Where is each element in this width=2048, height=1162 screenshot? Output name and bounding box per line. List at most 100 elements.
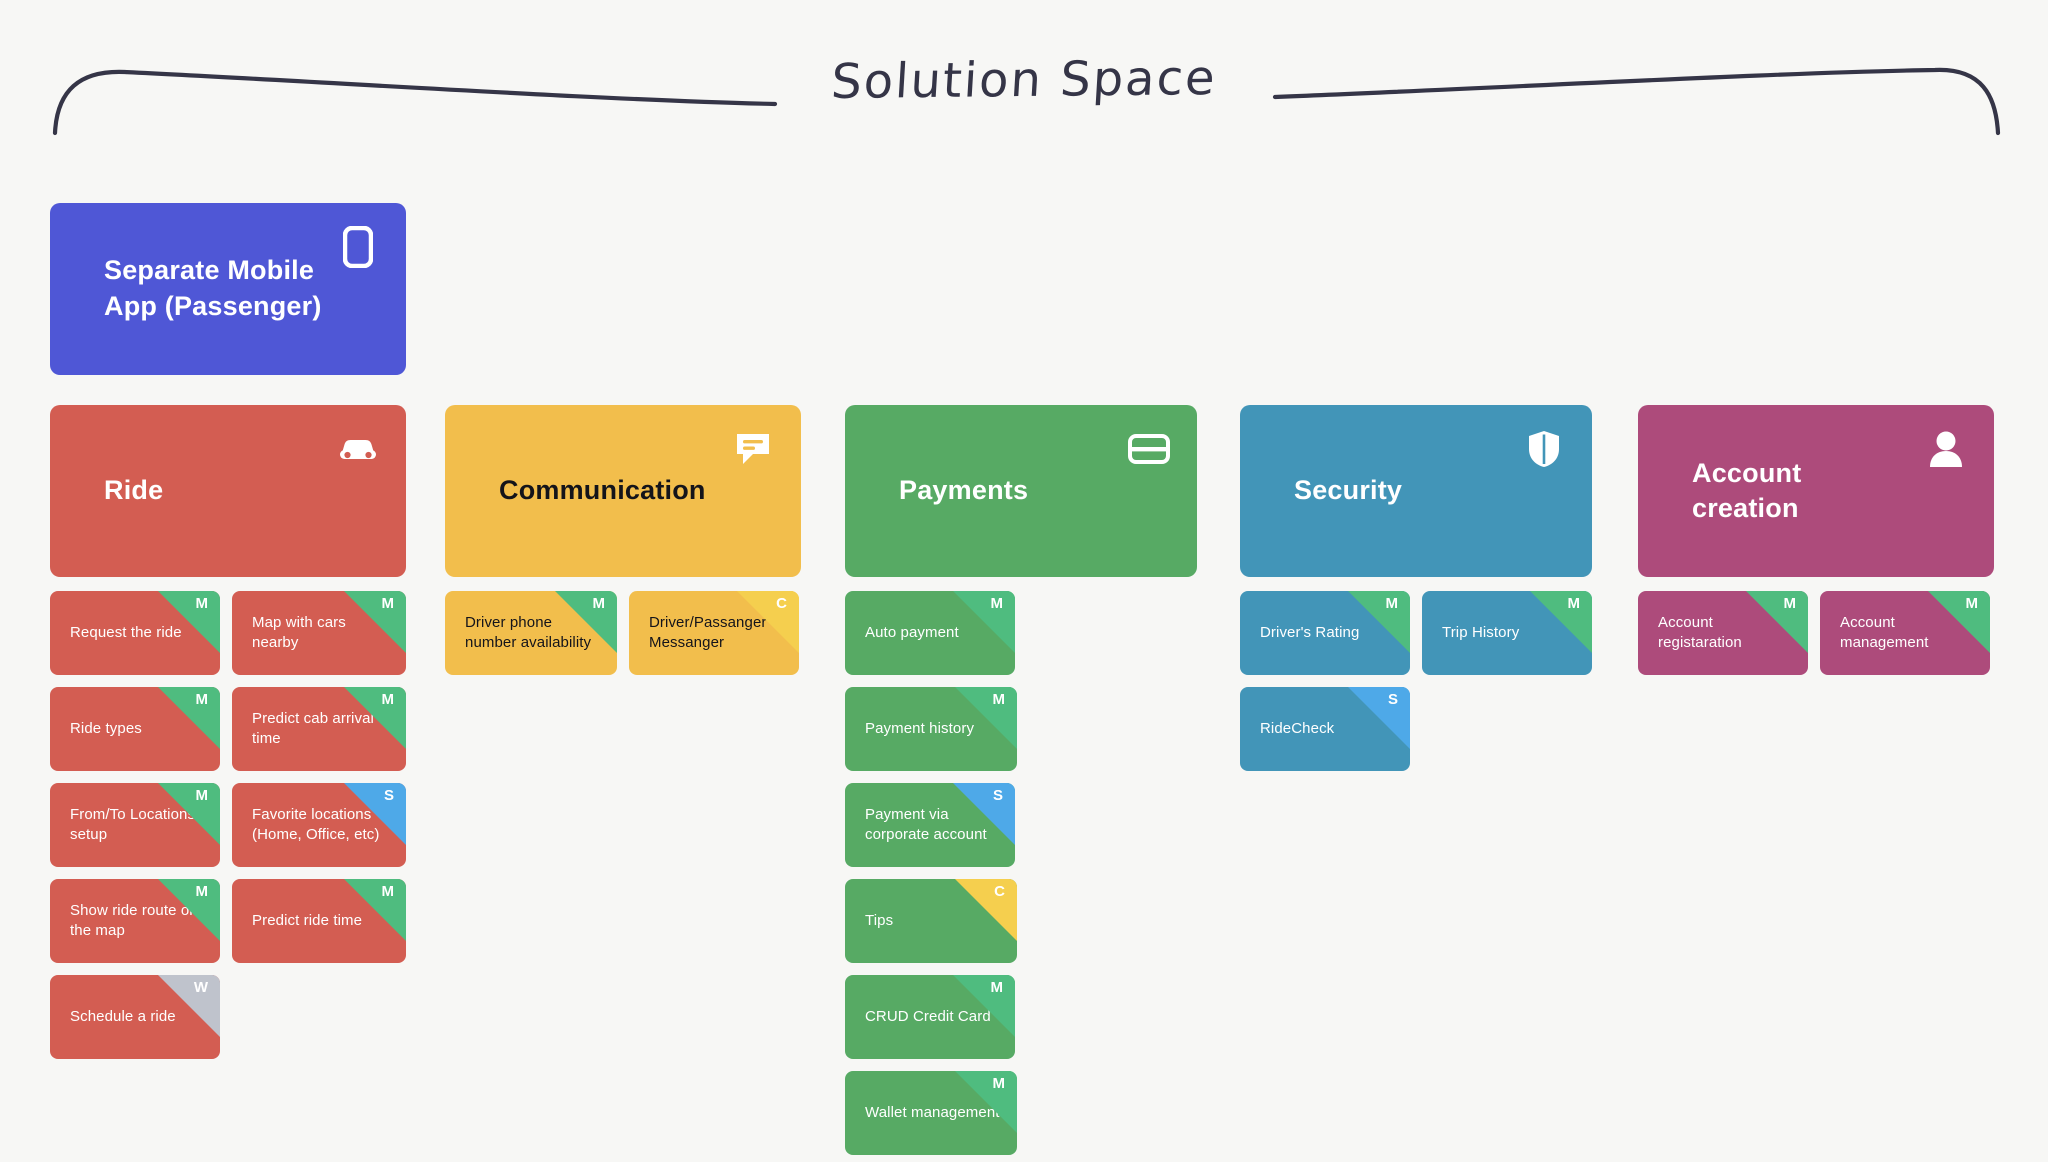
group-header-payments[interactable]: Payments [845, 405, 1197, 577]
hero-label-line1: Separate Mobile [104, 255, 315, 286]
group-column-communication: Communication Driver phone number availa… [445, 405, 801, 675]
feature-card-label: RideCheck [1260, 719, 1335, 737]
card-badge-letter: M [195, 691, 209, 708]
card-badge-letter: M [1567, 595, 1581, 612]
feature-card-label: From/To Locations setup [70, 805, 196, 843]
card-badge-letter: M [992, 691, 1006, 708]
feature-card-label: Map with cars nearby [252, 613, 346, 651]
card-badge-triangle [955, 879, 1017, 941]
card-badge-letter: M [1783, 595, 1797, 612]
feature-card[interactable]: Account management M [1820, 591, 1990, 675]
card-badge-letter: S [383, 787, 394, 804]
card-badge-letter: M [381, 691, 395, 708]
group-header-communication[interactable]: Communication [445, 405, 801, 577]
card-badge-letter: M [992, 1075, 1006, 1092]
feature-card-label: Request the ride [70, 623, 182, 641]
group-header-ride[interactable]: Ride [50, 405, 406, 577]
feature-card-label: Driver/Passanger Messanger [649, 613, 767, 651]
feature-card-label: Driver's Rating [1260, 623, 1360, 641]
card-badge-m: M [1530, 591, 1592, 653]
feature-card[interactable]: Predict cab arrival time M [232, 687, 406, 771]
feature-card[interactable]: RideCheck S [1240, 687, 1410, 771]
feature-card[interactable]: Auto payment M [845, 591, 1015, 675]
feature-card-label: Auto payment [865, 623, 959, 641]
feature-card[interactable]: Map with cars nearby M [232, 591, 406, 675]
feature-card[interactable]: Request the ride M [50, 591, 220, 675]
group-title: Payments [899, 475, 1029, 506]
title-banner: Solution Space [0, 0, 2048, 160]
feature-card[interactable]: Ride types M [50, 687, 220, 771]
card-badge-letter: M [1965, 595, 1979, 612]
card-badge-letter: C [994, 883, 1005, 900]
feature-card[interactable]: CRUD Credit Card M [845, 975, 1015, 1059]
feature-card-label: Show ride route on the map [70, 901, 198, 939]
feature-card-label: Account management [1840, 613, 1929, 651]
card-separate-mobile-app[interactable]: Separate Mobile App (Passenger) [50, 203, 406, 375]
card-badge-letter: M [195, 883, 209, 900]
card-badge-triangle [1530, 591, 1592, 653]
feature-card-label: Account registaration [1658, 613, 1742, 651]
feature-card[interactable]: Schedule a ride W [50, 975, 220, 1059]
feature-card[interactable]: Payment via corporate account S [845, 783, 1015, 867]
card-badge-letter: S [1387, 691, 1398, 708]
feature-card-label: Ride types [70, 719, 142, 737]
group-header-security[interactable]: Security [1240, 405, 1592, 577]
feature-card[interactable]: Tips C [845, 879, 1017, 963]
feature-card-label: Driver phone number availability [465, 613, 592, 651]
credit-card-icon [1127, 427, 1171, 471]
banner-flourish-line [52, 67, 2001, 136]
feature-card[interactable]: Trip History M [1422, 591, 1592, 675]
feature-card[interactable]: Wallet management M [845, 1071, 1017, 1155]
group-title: Security [1294, 475, 1403, 506]
feature-card-label: Trip History [1442, 623, 1520, 641]
car-icon [336, 427, 380, 471]
feature-card-label: Schedule a ride [70, 1007, 176, 1025]
hero-label-line2: App (Passenger) [104, 291, 322, 321]
card-badge-letter: W [193, 979, 208, 996]
feature-card-label: Predict ride time [252, 911, 363, 929]
group-title-line1: Account [1692, 457, 1802, 488]
card-badge-s: S [1348, 687, 1410, 749]
card-badge-letter: M [381, 883, 395, 900]
feature-card-label: CRUD Credit Card [865, 1007, 991, 1025]
hero-card-label: Separate Mobile App (Passenger) [104, 253, 322, 324]
card-badge-letter: M [381, 595, 395, 612]
card-badge-letter: M [990, 979, 1004, 996]
card-badge-letter: S [992, 787, 1003, 804]
feature-card-label: Payment via corporate account [865, 805, 987, 843]
person-icon [1924, 427, 1968, 471]
group-title-line2: creation [1692, 493, 1799, 523]
card-badge-c: C [955, 879, 1017, 941]
group-title: Ride [104, 475, 164, 506]
shield-icon [1522, 427, 1566, 471]
card-badge-letter: M [195, 595, 209, 612]
feature-card[interactable]: Predict ride time M [232, 879, 406, 963]
card-badge-letter: M [195, 787, 209, 804]
feature-card[interactable]: Account registaration M [1638, 591, 1808, 675]
feature-card-label: Favorite locations (Home, Office, etc) [252, 805, 380, 843]
chat-bubble-icon [731, 427, 775, 471]
feature-card-label: Predict cab arrival time [252, 709, 374, 747]
card-badge-letter: C [776, 595, 787, 612]
group-header-account-creation[interactable]: Account creation [1638, 405, 1994, 577]
feature-card[interactable]: Driver/Passanger Messanger C [629, 591, 799, 675]
group-title: Account creation [1692, 456, 1801, 526]
feature-card-label: Tips [865, 911, 894, 929]
feature-card-label: Wallet management [865, 1103, 1000, 1121]
card-badge-triangle [1348, 687, 1410, 749]
card-badge-letter: M [990, 595, 1004, 612]
feature-card[interactable]: Favorite locations (Home, Office, etc)S [232, 783, 406, 867]
